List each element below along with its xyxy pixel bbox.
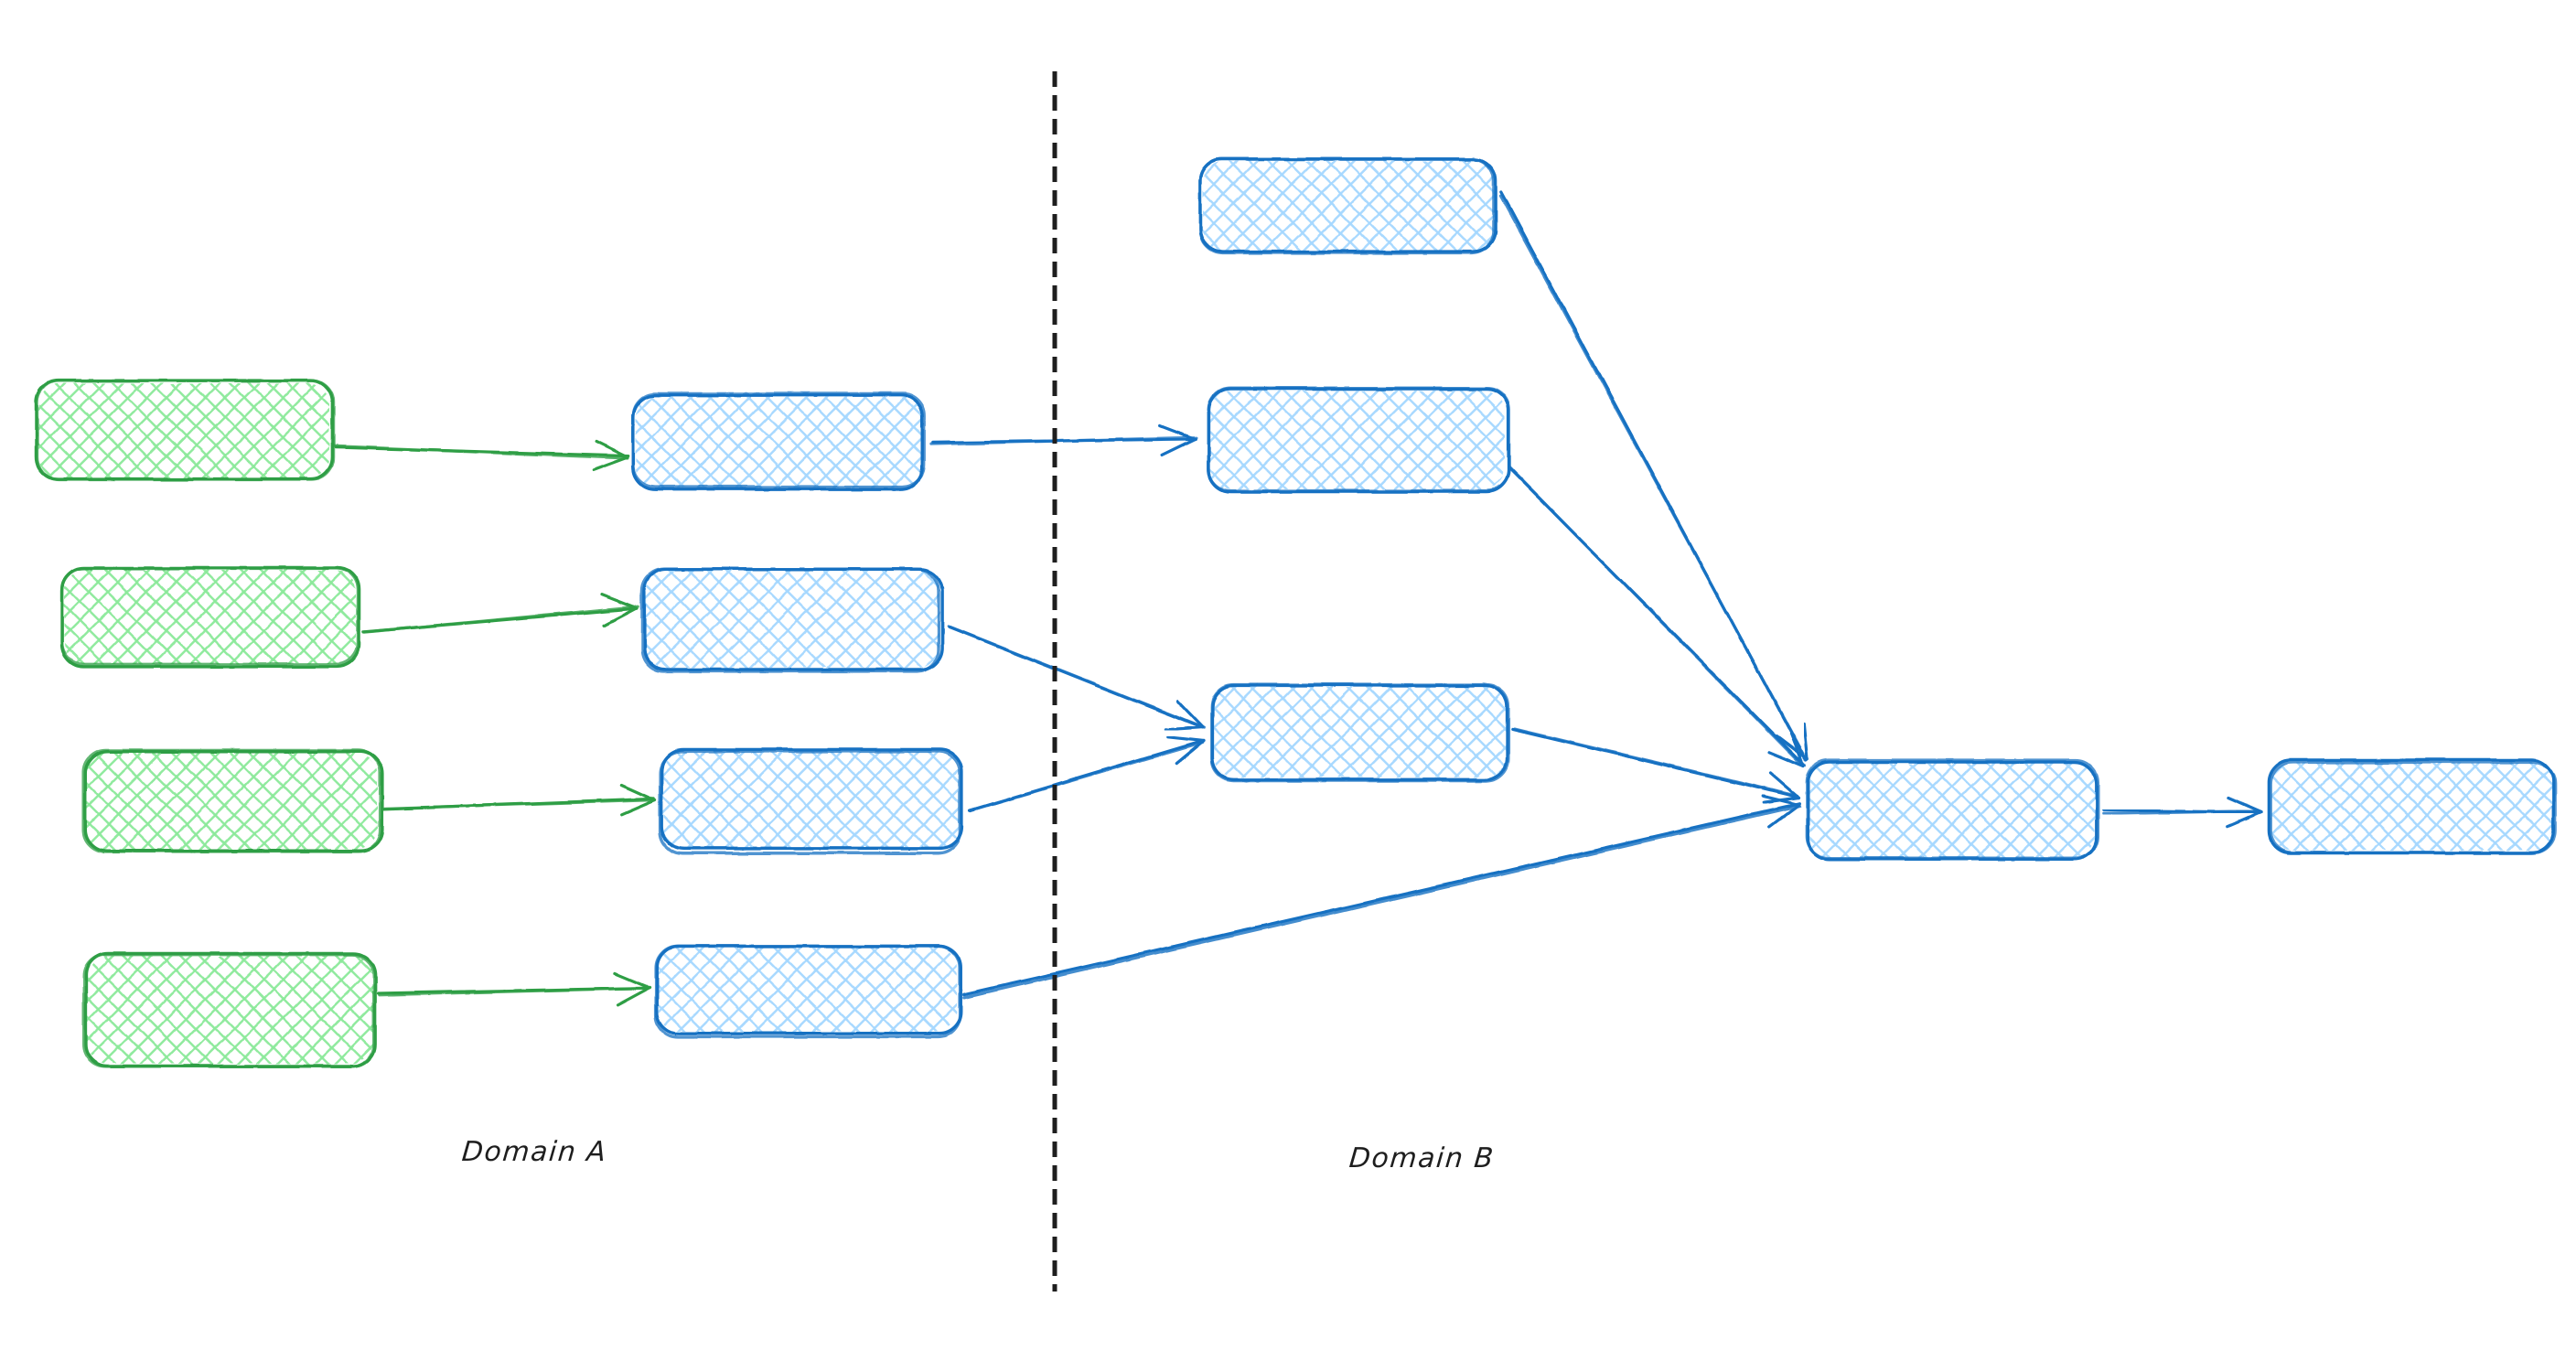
node-outline	[654, 944, 961, 1039]
node-outline	[82, 953, 376, 1068]
edge-line	[968, 741, 1205, 812]
node-a-src-4[interactable]	[82, 951, 377, 1068]
node-fill	[645, 570, 939, 668]
node-outline	[1198, 157, 1496, 255]
arrowhead	[1767, 750, 1806, 768]
edge-line	[362, 605, 640, 634]
edge-line	[947, 625, 1206, 730]
node-a-proc-3[interactable]	[658, 747, 964, 855]
arrowhead	[599, 593, 639, 610]
node-outline	[640, 567, 941, 673]
arrowhead	[1802, 722, 1809, 761]
edge-line	[1512, 726, 1799, 798]
node-a-src-1[interactable]	[34, 379, 336, 481]
arrowhead	[1775, 734, 1809, 761]
node-fill	[1209, 391, 1505, 489]
arrowhead	[613, 971, 651, 990]
node-fill	[86, 753, 378, 850]
arrowhead	[1762, 796, 1800, 804]
node-b-sink[interactable]	[2267, 758, 2557, 855]
edge-line	[378, 986, 649, 997]
node-fill	[87, 956, 373, 1064]
arrowhead	[619, 799, 657, 817]
node-a-src-2[interactable]	[59, 566, 361, 669]
edge-edge-a-proc-4-to-b-hub[interactable]	[962, 794, 1801, 999]
domain-b-label: Domain B	[1347, 1142, 1497, 1174]
edge-edge-b-hub-to-b-sink[interactable]	[2101, 796, 2263, 829]
node-fill	[663, 752, 959, 849]
node-outline	[1210, 682, 1510, 783]
edge-line	[2101, 809, 2261, 816]
node-outline	[658, 749, 962, 855]
node-fill	[659, 947, 957, 1032]
arrowhead	[1176, 700, 1205, 729]
node-outline	[1805, 758, 2100, 860]
node-b-node-3[interactable]	[1210, 682, 1510, 783]
edge-line	[962, 801, 1801, 996]
node-fill	[1809, 763, 2095, 858]
nodes-layer	[34, 157, 2557, 1068]
domain-a-label: Domain A	[460, 1136, 609, 1168]
edge-line	[1508, 466, 1804, 767]
edge-edge-a-src-4-to-a-proc-4[interactable]	[376, 971, 651, 1007]
edge-line	[332, 445, 629, 460]
edge-line	[962, 804, 1801, 999]
node-a-proc-1[interactable]	[631, 391, 926, 491]
node-outline	[59, 566, 360, 667]
node-b-node-1[interactable]	[1198, 157, 1497, 255]
node-fill	[38, 383, 329, 478]
arrowhead	[619, 783, 657, 802]
node-fill	[636, 397, 923, 488]
node-outline	[81, 748, 382, 853]
node-fill	[1214, 686, 1507, 777]
node-b-node-2[interactable]	[1207, 386, 1511, 494]
edges-layer	[332, 190, 2263, 1007]
edge-edge-a-src-1-to-a-proc-1[interactable]	[332, 440, 630, 472]
arrowhead	[2227, 796, 2263, 814]
edge-edge-a-src-2-to-a-proc-2[interactable]	[361, 593, 640, 634]
node-a-proc-4[interactable]	[654, 944, 962, 1039]
node-outline	[35, 379, 336, 481]
edge-edge-a-proc-1-to-b-node-2[interactable]	[929, 423, 1198, 457]
node-fill	[1203, 161, 1495, 252]
arrowhead	[1767, 803, 1800, 829]
arrowhead	[2226, 810, 2263, 829]
node-fill	[64, 570, 356, 664]
edge-line	[1498, 194, 1809, 761]
arrowhead	[1175, 739, 1206, 766]
arrowhead	[1158, 423, 1197, 441]
node-outline	[1207, 386, 1511, 493]
edge-line	[381, 799, 656, 810]
arrowhead	[592, 456, 629, 472]
edge-edge-a-proc-2-to-b-node-3[interactable]	[947, 625, 1206, 732]
edge-line	[929, 435, 1198, 446]
node-a-proc-2[interactable]	[640, 567, 945, 673]
arrowhead	[1789, 732, 1806, 768]
edge-edge-b-node-1-to-b-hub[interactable]	[1498, 190, 1809, 762]
edge-edge-a-src-3-to-a-proc-3[interactable]	[381, 783, 657, 817]
node-fill	[2271, 763, 2553, 851]
edge-edge-b-node-3-to-b-hub[interactable]	[1510, 726, 1800, 804]
arrowhead	[1160, 437, 1197, 457]
node-a-src-3[interactable]	[81, 748, 384, 853]
node-outline	[2269, 760, 2557, 854]
edge-edge-a-proc-3-to-b-node-3[interactable]	[968, 735, 1206, 812]
arrowhead	[594, 440, 629, 459]
node-b-hub[interactable]	[1805, 758, 2100, 862]
node-outline	[631, 391, 926, 488]
arrowhead	[616, 986, 651, 1007]
arrowhead	[602, 606, 639, 627]
arrowhead	[1166, 735, 1206, 743]
arrowhead	[1768, 771, 1800, 799]
edge-edge-b-node-2-to-b-hub[interactable]	[1508, 466, 1807, 768]
arrowhead	[1164, 725, 1205, 732]
